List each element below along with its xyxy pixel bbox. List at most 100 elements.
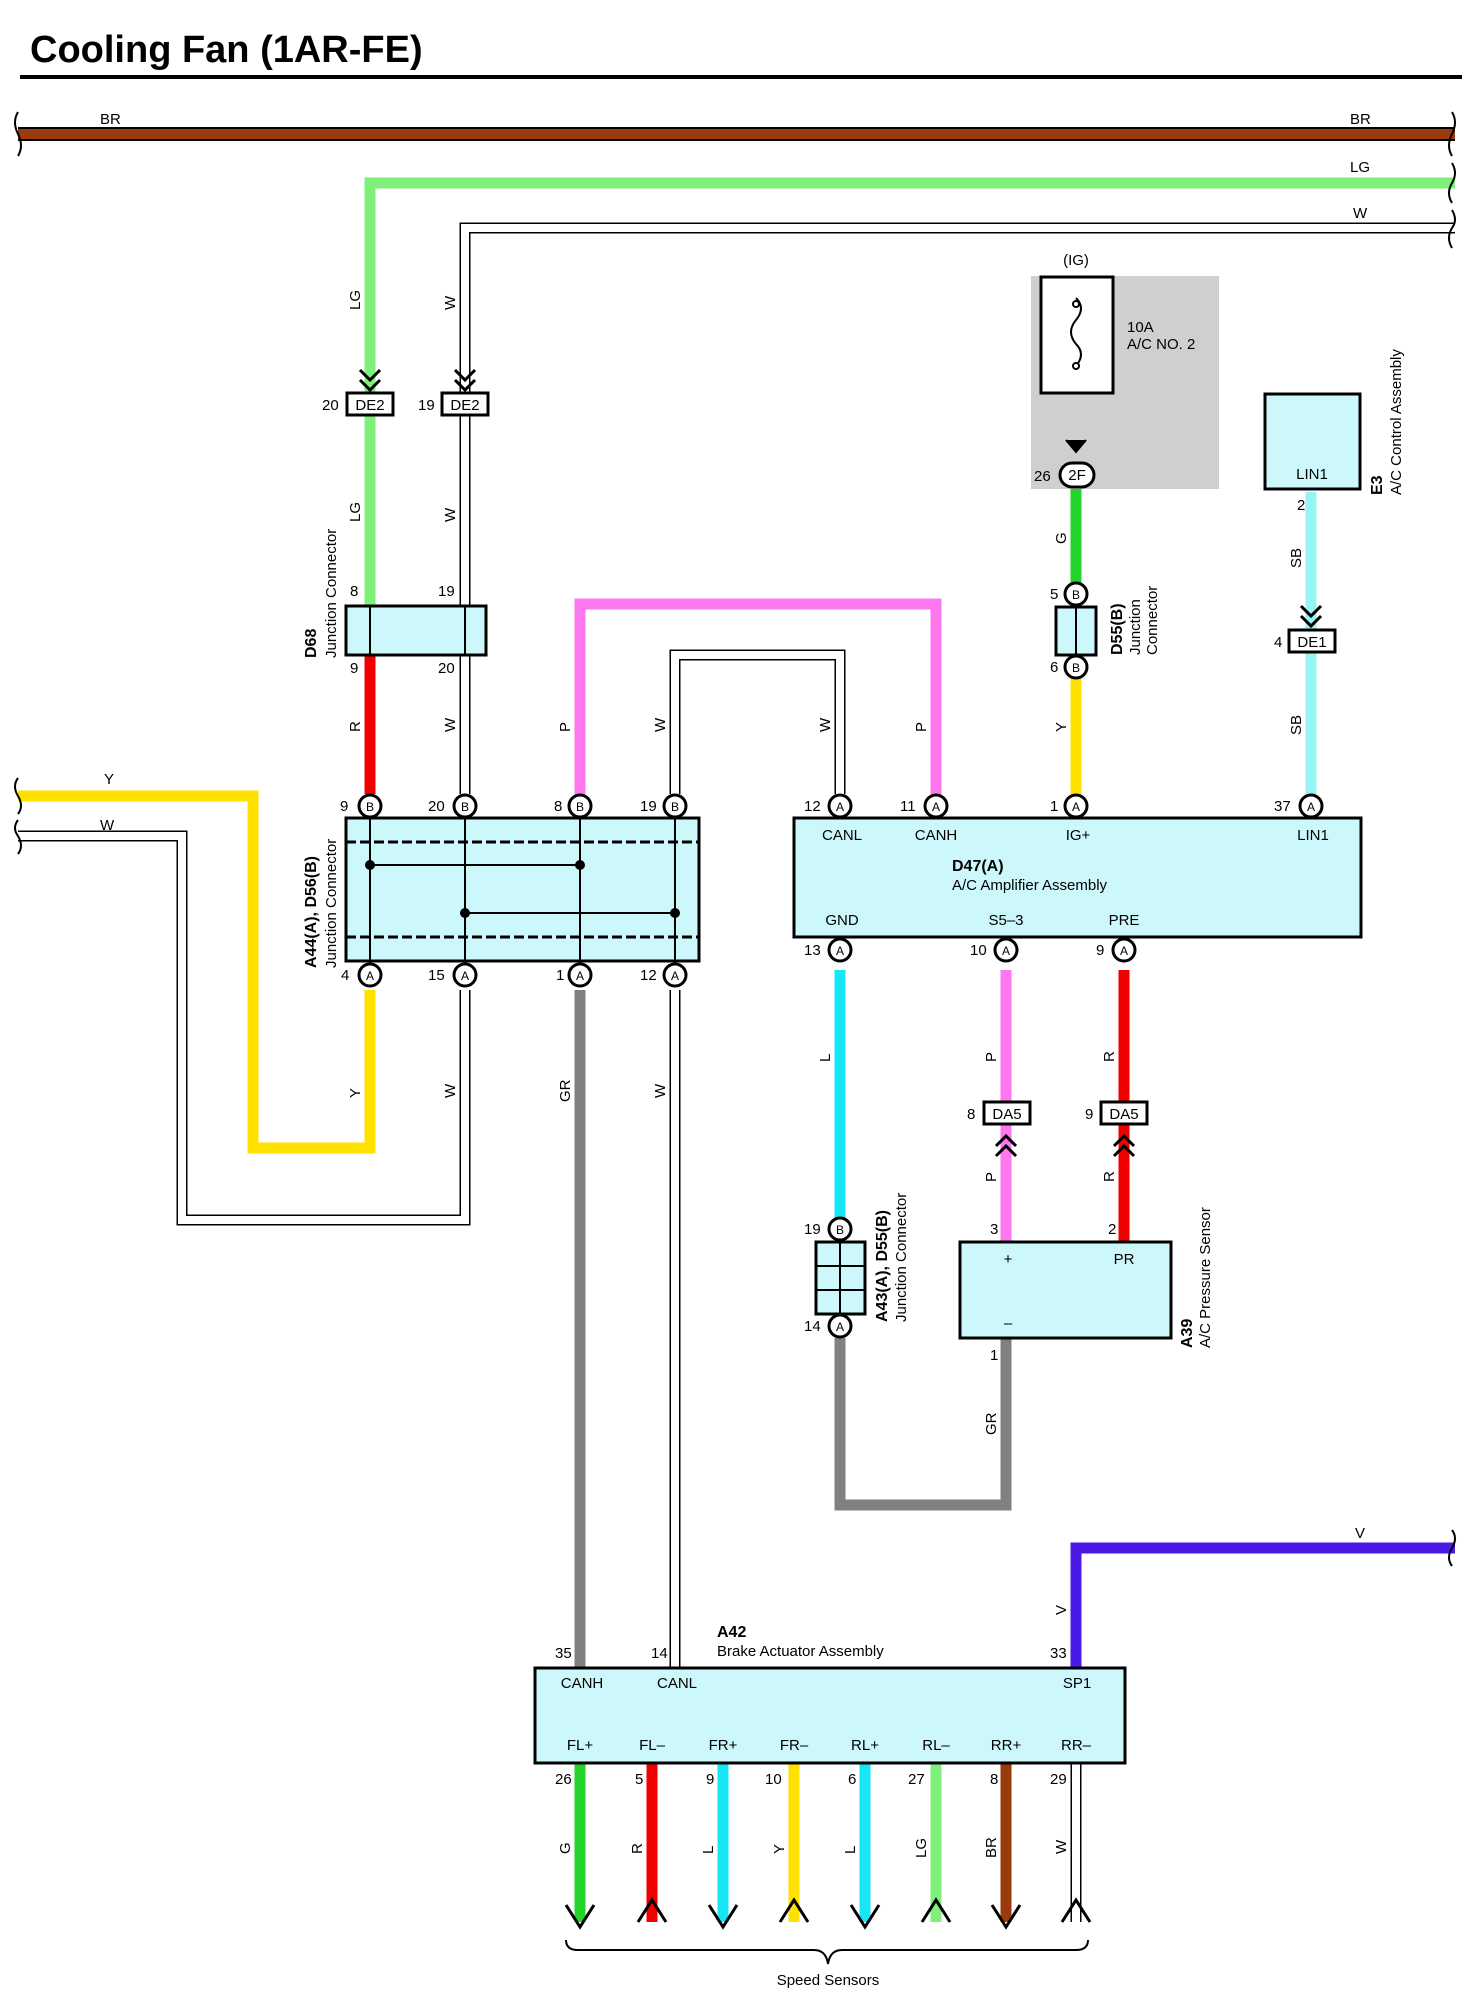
label-y-d55: Y bbox=[1053, 722, 1070, 732]
svg-text:CANH: CANH bbox=[561, 1675, 604, 1692]
a42-bottom-terminals: FL+ FL– FR+ FR– RL+ RL– RR+ RR– bbox=[567, 1737, 1092, 1754]
svg-text:FL+: FL+ bbox=[567, 1737, 594, 1754]
fuse-ac-no2: (IG) 10A A/C NO. 2 2F 26 bbox=[1031, 252, 1219, 489]
svg-text:CANH: CANH bbox=[915, 827, 958, 844]
fuse-connector: 2F bbox=[1068, 467, 1086, 484]
svg-text:19: 19 bbox=[804, 1221, 821, 1238]
fuse-pin: 26 bbox=[1034, 468, 1051, 485]
de2-w-name: DE2 bbox=[450, 397, 479, 414]
wire-labels: BR BR LG W LG W LG W R W P W W P G Y SB … bbox=[100, 111, 1371, 1615]
svg-text:FL–: FL– bbox=[639, 1737, 666, 1754]
svg-text:SP1: SP1 bbox=[1063, 1675, 1091, 1692]
connector-de2-lg: DE2 20 bbox=[322, 368, 395, 417]
svg-text:14: 14 bbox=[651, 1645, 668, 1662]
svg-text:DA5: DA5 bbox=[992, 1106, 1021, 1123]
a44-name: Junction Connector bbox=[323, 839, 340, 968]
d55-id: D55(B) bbox=[1109, 603, 1126, 655]
de2-lg-name: DE2 bbox=[355, 397, 384, 414]
svg-text:2: 2 bbox=[1108, 1221, 1116, 1238]
e3-id: E3 bbox=[1369, 475, 1386, 495]
svg-text:A: A bbox=[836, 800, 844, 814]
label-w-right: W bbox=[817, 717, 834, 732]
fuse-name: A/C NO. 2 bbox=[1127, 336, 1195, 353]
d47-top-pins: A A A A 12 11 1 37 bbox=[804, 793, 1324, 819]
a44-id: A44(A), D56(B) bbox=[303, 856, 320, 968]
svg-text:1: 1 bbox=[1050, 798, 1058, 815]
a44-top-pins: B B B B 9 20 8 19 bbox=[340, 793, 688, 819]
label-v-a42: V bbox=[1053, 1605, 1070, 1615]
svg-text:A: A bbox=[836, 1320, 844, 1334]
a43-name: Junction Connector bbox=[893, 1193, 910, 1322]
svg-text:33: 33 bbox=[1050, 1645, 1067, 1662]
svg-text:14: 14 bbox=[804, 1318, 821, 1335]
d68-pin-20: 20 bbox=[438, 660, 455, 677]
svg-text:A: A bbox=[366, 969, 374, 983]
svg-text:DA5: DA5 bbox=[1109, 1106, 1138, 1123]
svg-text:B: B bbox=[461, 800, 469, 814]
label-r-da5: R bbox=[1101, 1171, 1118, 1182]
wire-gr-gnd bbox=[834, 1338, 1012, 1511]
svg-text:PRE: PRE bbox=[1109, 912, 1140, 929]
label-lg-top: LG bbox=[1350, 159, 1370, 176]
svg-text:CANL: CANL bbox=[657, 1675, 697, 1692]
svg-text:B: B bbox=[836, 1223, 844, 1237]
svg-text:27: 27 bbox=[908, 1771, 925, 1788]
svg-text:W: W bbox=[1053, 1839, 1070, 1854]
svg-text:R: R bbox=[629, 1843, 646, 1854]
svg-text:8: 8 bbox=[990, 1771, 998, 1788]
a42-brake-actuator-assembly: 35 14 33 A42 Brake Actuator Assembly CAN… bbox=[533, 1624, 1127, 1858]
d47-id: D47(A) bbox=[952, 858, 1004, 875]
label-w-top: W bbox=[1353, 205, 1368, 222]
svg-text:A: A bbox=[1120, 944, 1128, 958]
d47-name: A/C Amplifier Assembly bbox=[952, 877, 1108, 894]
svg-text:9: 9 bbox=[1096, 942, 1104, 959]
svg-text:GND: GND bbox=[825, 912, 859, 929]
svg-text:26: 26 bbox=[555, 1771, 572, 1788]
a42-bottom-wire-labels: G R L Y L LG BR W bbox=[557, 1837, 1070, 1858]
svg-text:1: 1 bbox=[556, 967, 564, 984]
d68-pin-9: 9 bbox=[350, 660, 358, 677]
svg-text:BR: BR bbox=[983, 1837, 1000, 1858]
label-p-s5: P bbox=[983, 1052, 1000, 1062]
svg-text:19: 19 bbox=[640, 798, 657, 815]
label-w-d68-low: W bbox=[442, 717, 459, 732]
speed-sensors-label: Speed Sensors bbox=[777, 1972, 880, 1989]
svg-text:12: 12 bbox=[640, 967, 657, 984]
svg-text:1: 1 bbox=[990, 1347, 998, 1364]
de1-pin: 4 bbox=[1274, 634, 1282, 651]
svg-text:37: 37 bbox=[1274, 798, 1291, 815]
svg-text:9: 9 bbox=[340, 798, 348, 815]
svg-text:A: A bbox=[671, 969, 679, 983]
svg-text:L: L bbox=[700, 1846, 717, 1854]
svg-text:LG: LG bbox=[913, 1838, 930, 1858]
label-y-left: Y bbox=[104, 771, 114, 788]
label-gr-a39: GR bbox=[983, 1412, 1000, 1435]
d55b-junction-connector: B B 5 6 D55(B) Junction Connector bbox=[1050, 581, 1161, 680]
diagram-title: Cooling Fan (1AR-FE) bbox=[30, 29, 423, 71]
d55-bottom-letter: B bbox=[1072, 661, 1080, 675]
wire-lg bbox=[364, 177, 1455, 598]
svg-text:RL–: RL– bbox=[922, 1737, 950, 1754]
a42-bottom-pins: 26 5 9 10 6 27 8 29 bbox=[555, 1771, 1067, 1788]
label-gr-a44: GR bbox=[557, 1079, 574, 1102]
label-y-a44: Y bbox=[347, 1088, 364, 1098]
svg-text:L: L bbox=[842, 1846, 859, 1854]
d47-bottom-pins: A A A 13 10 9 bbox=[804, 937, 1137, 963]
wire-w-canl bbox=[669, 649, 846, 794]
svg-text:CANL: CANL bbox=[822, 827, 862, 844]
d55-pin-6: 6 bbox=[1050, 659, 1058, 676]
fuse-rating: 10A bbox=[1127, 319, 1154, 336]
wire-v bbox=[1070, 1542, 1455, 1668]
de1-name: DE1 bbox=[1297, 634, 1326, 651]
svg-text:A: A bbox=[932, 800, 940, 814]
label-g-fuse: G bbox=[1053, 532, 1070, 544]
svg-text:3: 3 bbox=[990, 1221, 998, 1238]
d68-pin-19: 19 bbox=[438, 583, 455, 600]
fuse-circuit: (IG) bbox=[1063, 252, 1089, 269]
label-l-gnd: L bbox=[817, 1054, 834, 1062]
d68-pin-8: 8 bbox=[350, 583, 358, 600]
label-sb-low: SB bbox=[1288, 715, 1305, 735]
svg-text:10: 10 bbox=[970, 942, 987, 959]
svg-text:IG+: IG+ bbox=[1066, 827, 1091, 844]
a42-id: A42 bbox=[717, 1624, 746, 1641]
